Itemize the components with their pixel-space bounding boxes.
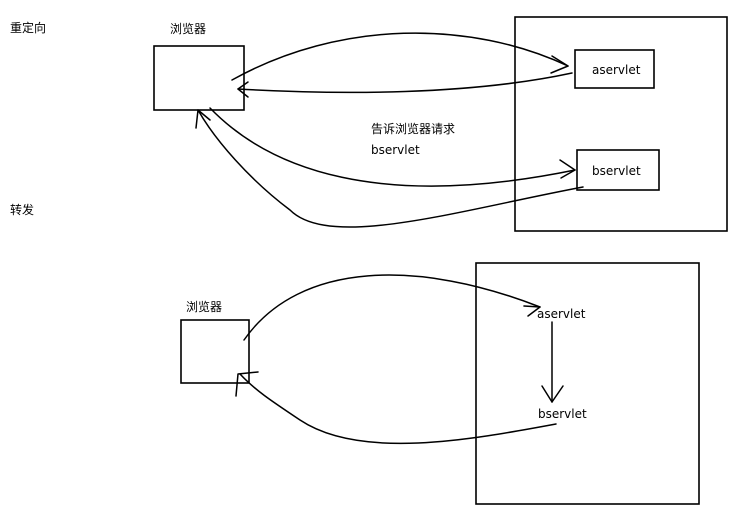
forward-aservlet-label: aservlet xyxy=(537,307,586,321)
forward-section-label: 转发 xyxy=(10,202,34,217)
redirect-note-line2: bservlet xyxy=(371,143,420,157)
redirect-note-line1: 告诉浏览器请求 xyxy=(371,121,455,136)
redirect-section-label: 重定向 xyxy=(10,20,46,35)
redirect-aservlet-label: aservlet xyxy=(592,63,641,77)
forward-internal-arrowhead xyxy=(541,385,564,403)
redirect-server-box xyxy=(514,16,728,232)
forward-response-arrowhead xyxy=(235,371,259,397)
forward-request-arrow xyxy=(243,274,541,341)
forward-diagram: 转发 浏览器 aservlet bservlet xyxy=(10,202,700,505)
redirect-request-to-aservlet-arrow xyxy=(231,32,569,81)
redirect-bservlet-box xyxy=(576,149,660,191)
redirect-browser-box xyxy=(153,45,245,111)
redirect-browser-label: 浏览器 xyxy=(170,21,206,36)
redirect-request-bservlet-arrowhead xyxy=(559,159,576,179)
forward-server-box xyxy=(475,262,700,505)
forward-bservlet-label: bservlet xyxy=(538,407,587,421)
redirect-response-arrow xyxy=(237,72,573,94)
redirect-diagram: 重定向 浏览器 aservlet bservlet 告诉浏览器请求 bservl… xyxy=(10,16,728,232)
forward-response-arrow xyxy=(239,373,557,445)
redirect-request-to-bservlet-arrow xyxy=(209,107,576,187)
forward-browser-label: 浏览器 xyxy=(186,299,222,314)
forward-request-arrowhead xyxy=(523,305,541,317)
forward-browser-box xyxy=(180,319,250,384)
redirect-aservlet-box xyxy=(574,49,655,89)
redirect-bservlet-response-arrowhead xyxy=(195,109,211,129)
redirect-bservlet-response-arrow xyxy=(197,109,584,228)
redirect-request-arrowhead xyxy=(550,55,569,74)
redirect-bservlet-label: bservlet xyxy=(592,164,641,178)
redirect-response-arrowhead xyxy=(237,81,249,98)
